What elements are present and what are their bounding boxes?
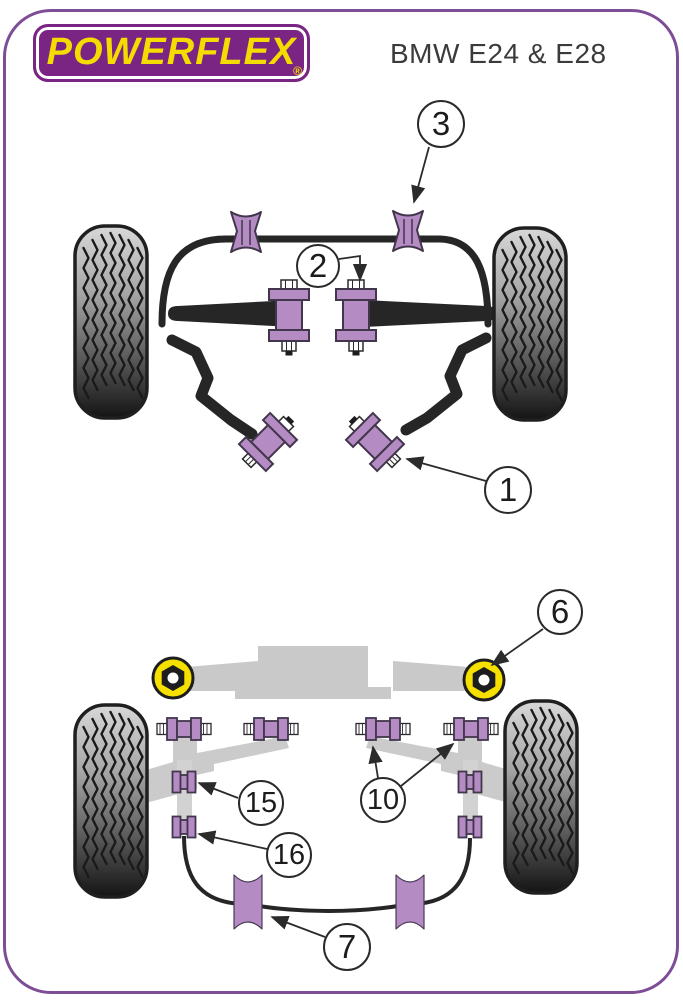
- rear-subframe-mount-bush-left: [151, 656, 195, 700]
- front-tie-bar-bush-left: [268, 279, 310, 357]
- rear-trailing-arm-bush-inner-right: [355, 717, 411, 741]
- rear-left-tyre: [75, 705, 147, 897]
- rear-link-upper-bush-left: [171, 770, 197, 794]
- front-lower-arm-left: [166, 334, 258, 440]
- callout-16: 16: [266, 832, 312, 878]
- callout-leaders: [197, 146, 544, 938]
- callout-10: 10: [360, 777, 406, 823]
- callout-7: 7: [323, 923, 371, 971]
- page-border: [3, 9, 679, 994]
- rear-subframe: [235, 646, 391, 699]
- front-lower-arm-bush-right: [337, 404, 411, 478]
- rear-arb-bush-right: [395, 874, 425, 930]
- rear-subframe-arm-left: [186, 661, 258, 691]
- front-arb-mount-bush-left: [230, 211, 262, 253]
- brand-name: POWERFLEX: [46, 30, 297, 73]
- rear-trailing-arm-bush-inner-left: [243, 717, 299, 741]
- rear-link-lower-bush-right: [457, 815, 483, 839]
- front-tie-bar-right: [363, 300, 496, 327]
- rear-subframe-arm-right: [393, 661, 469, 691]
- rear-arb-bush-left: [233, 874, 263, 930]
- leader-7: [270, 915, 326, 938]
- front-tie-bar-left: [168, 300, 293, 327]
- front-anti-roll-bar: [158, 235, 492, 328]
- rear-suspension-view: [75, 646, 577, 930]
- front-suspension-view: [75, 210, 566, 478]
- rear-anti-roll-bar: [182, 835, 472, 913]
- leader-2: [338, 254, 368, 282]
- callout-15: 15: [238, 780, 284, 826]
- rear-link-lower-bush-left: [171, 815, 197, 839]
- leader-10b: [400, 742, 455, 787]
- powerflex-logo: POWERFLEX ®: [33, 24, 310, 82]
- rear-subframe-mount-bush-right: [462, 658, 506, 702]
- callout-6: 6: [537, 589, 583, 635]
- leader-1: [405, 456, 487, 482]
- rear-trailing-arm-bush-outer-right: [443, 717, 499, 741]
- front-arb-mount-bush-right: [392, 210, 424, 252]
- leader-16: [197, 830, 268, 850]
- leader-6: [490, 628, 544, 667]
- front-left-tyre: [75, 226, 147, 418]
- leader-10a: [368, 745, 383, 779]
- rear-trailing-arm-bush-outer-left: [156, 717, 212, 741]
- front-lower-arm-right: [400, 332, 492, 436]
- rear-link-upper-bush-right: [457, 770, 483, 794]
- leader-3: [411, 146, 430, 204]
- front-tie-bar-bush-right: [335, 279, 377, 357]
- rear-right-tyre: [505, 701, 577, 893]
- page-title: BMW E24 & E28: [390, 38, 607, 69]
- front-right-tyre: [494, 228, 566, 420]
- leader-15: [197, 782, 239, 799]
- registered-trademark: ®: [293, 64, 302, 78]
- callout-2: 2: [296, 244, 340, 288]
- callout-1: 1: [484, 466, 532, 514]
- callout-3: 3: [417, 100, 465, 148]
- front-lower-arm-bush-left: [232, 404, 306, 478]
